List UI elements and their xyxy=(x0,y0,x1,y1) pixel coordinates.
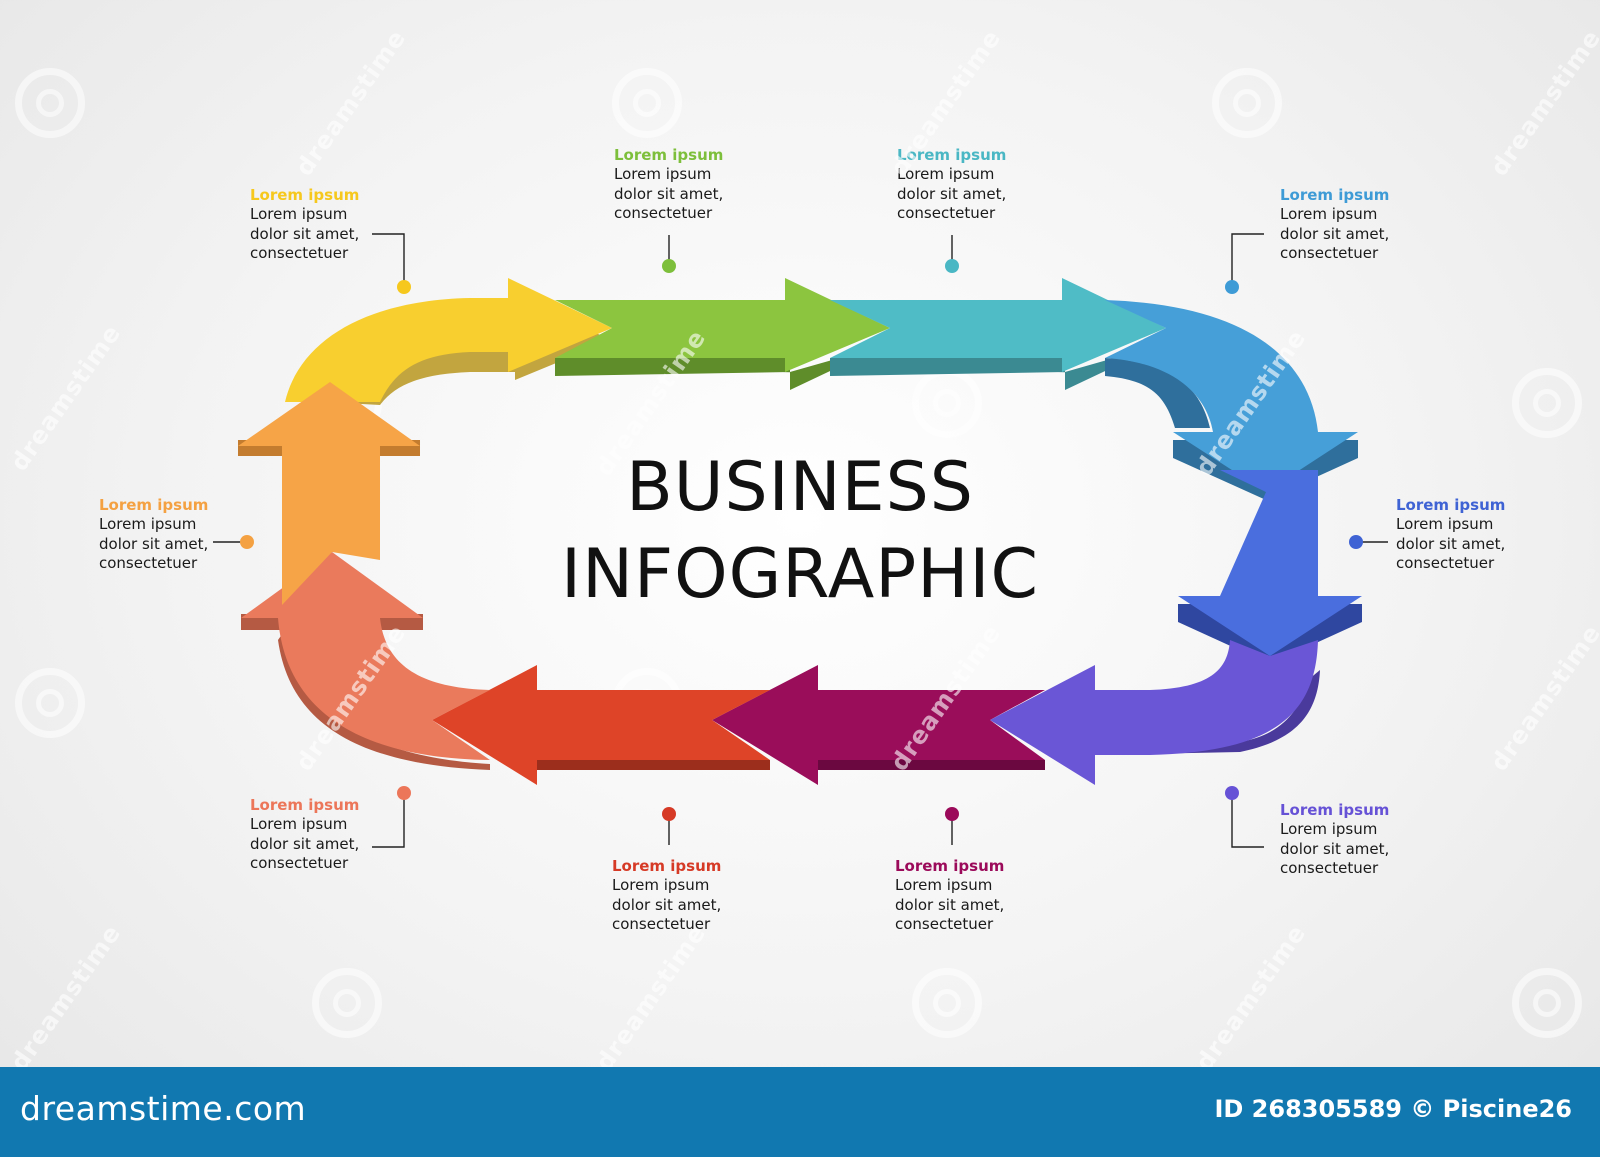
arrow-purple xyxy=(712,665,1045,785)
callout-line: consectetuer xyxy=(1280,859,1379,877)
callout-dot-bottom-center-right xyxy=(945,807,959,821)
arrow-depth-green xyxy=(555,345,885,390)
callout-line: dolor sit amet, xyxy=(99,534,209,553)
callout-bottom-left: Lorem ipsum Lorem ipsum dolor sit amet, … xyxy=(250,796,410,874)
callout-heading: Lorem ipsum xyxy=(99,496,209,514)
callout-connectors xyxy=(213,233,1388,848)
watermark-logo-icon xyxy=(15,668,85,738)
callout-dot-bottom-left xyxy=(397,786,411,800)
callout-heading: Lorem ipsum xyxy=(250,186,360,204)
arrow-yellow xyxy=(285,278,612,402)
arrow-violet xyxy=(990,640,1318,785)
callout-line: dolor sit amet, xyxy=(250,224,360,243)
arrow-salmon xyxy=(241,552,490,760)
arrow-cycle xyxy=(238,278,1362,785)
callout-line: Lorem ipsum xyxy=(250,205,348,223)
footer-bar: dreamstime.com ID 268305589 © Piscine26 xyxy=(0,1067,1600,1157)
watermark-logo-icon xyxy=(912,968,982,1038)
callout-dot-right xyxy=(1349,535,1363,549)
arrow-depth-red xyxy=(537,760,770,770)
watermark-logo-icon xyxy=(15,68,85,138)
callout-heading: Lorem ipsum xyxy=(897,146,1007,164)
callout-line: consectetuer xyxy=(99,554,198,572)
callout-line: consectetuer xyxy=(1396,554,1495,572)
callout-heading: Lorem ipsum xyxy=(1280,186,1390,204)
callout-line: consectetuer xyxy=(897,204,996,222)
arrow-depth-lightblue xyxy=(1105,358,1210,428)
footer-image-id: ID 268305589 © Piscine26 xyxy=(1214,1095,1572,1123)
callout-left: Lorem ipsum Lorem ipsum dolor sit amet, … xyxy=(99,496,259,574)
callout-right: Lorem ipsum Lorem ipsum dolor sit amet, … xyxy=(1396,496,1556,574)
callout-line: consectetuer xyxy=(612,915,711,933)
callout-line: Lorem ipsum xyxy=(250,815,348,833)
callout-dot-bottom-right xyxy=(1225,786,1239,800)
arrow-red xyxy=(432,665,770,785)
callout-dot-top-center-right xyxy=(945,259,959,273)
callout-top-left: Lorem ipsum Lorem ipsum dolor sit amet, … xyxy=(250,186,410,264)
callout-top-right: Lorem ipsum Lorem ipsum dolor sit amet, … xyxy=(1280,186,1440,264)
watermark-logo-icon xyxy=(312,968,382,1038)
callout-heading: Lorem ipsum xyxy=(895,857,1005,875)
callout-dot-left xyxy=(240,535,254,549)
callout-dot-top-center-left xyxy=(662,259,676,273)
arrow-blue xyxy=(1178,470,1362,656)
callout-line: Lorem ipsum xyxy=(1396,515,1494,533)
callout-line: Lorem ipsum xyxy=(1280,205,1378,223)
callout-heading: Lorem ipsum xyxy=(250,796,360,814)
callout-line: Lorem ipsum xyxy=(612,876,710,894)
watermark-logo-icon xyxy=(612,68,682,138)
callout-line: Lorem ipsum xyxy=(614,165,712,183)
watermark-logo-icon xyxy=(1512,968,1582,1038)
callout-dot-bottom-center-left xyxy=(662,807,676,821)
callout-line: consectetuer xyxy=(614,204,713,222)
callout-line: Lorem ipsum xyxy=(99,515,197,533)
callout-bottom-center-right: Lorem ipsum Lorem ipsum dolor sit amet, … xyxy=(895,857,1055,935)
callout-line: dolor sit amet, xyxy=(895,895,1005,914)
callout-heading: Lorem ipsum xyxy=(1280,801,1390,819)
callout-line: Lorem ipsum xyxy=(1280,820,1378,838)
callout-heading: Lorem ipsum xyxy=(614,146,724,164)
title-line-2: INFOGRAPHIC xyxy=(561,535,1039,614)
callout-heading: Lorem ipsum xyxy=(1396,496,1506,514)
arrow-green xyxy=(555,278,890,372)
arrow-orange xyxy=(238,382,420,605)
title-line-1: BUSINESS xyxy=(626,448,974,527)
callout-line: Lorem ipsum xyxy=(895,876,993,894)
callout-heading: Lorem ipsum xyxy=(612,857,722,875)
arrow-lightblue xyxy=(1105,300,1358,492)
watermark-logo-icon xyxy=(1212,68,1282,138)
callout-line: consectetuer xyxy=(895,915,994,933)
callout-line: dolor sit amet, xyxy=(614,184,724,203)
callout-top-center-left: Lorem ipsum Lorem ipsum dolor sit amet, … xyxy=(614,146,774,224)
callout-top-center-right: Lorem ipsum Lorem ipsum dolor sit amet, … xyxy=(897,146,1057,224)
callout-line: dolor sit amet, xyxy=(1396,534,1506,553)
arrow-depth-teal xyxy=(830,345,1160,390)
callout-line: consectetuer xyxy=(250,244,349,262)
callout-bottom-right: Lorem ipsum Lorem ipsum dolor sit amet, … xyxy=(1280,801,1440,879)
arrow-depth-purple xyxy=(818,760,1045,770)
arrow-teal xyxy=(830,278,1166,372)
callout-line: dolor sit amet, xyxy=(612,895,722,914)
callout-line: consectetuer xyxy=(250,854,349,872)
callout-line: dolor sit amet, xyxy=(897,184,1007,203)
callout-dot-top-right xyxy=(1225,280,1239,294)
callout-line: dolor sit amet, xyxy=(1280,839,1390,858)
infographic-canvas: BUSINESS INFOGRAPHIC Lorem ipsum Lorem i… xyxy=(15,68,1582,1038)
callout-line: Lorem ipsum xyxy=(897,165,995,183)
callout-dot-top-left xyxy=(397,280,411,294)
callout-line: consectetuer xyxy=(1280,244,1379,262)
watermark-logo-icon xyxy=(1512,368,1582,438)
footer-brand[interactable]: dreamstime.com xyxy=(20,1089,307,1128)
callout-bottom-center-left: Lorem ipsum Lorem ipsum dolor sit amet, … xyxy=(612,857,772,935)
callout-line: dolor sit amet, xyxy=(250,834,360,853)
callout-line: dolor sit amet, xyxy=(1280,224,1390,243)
